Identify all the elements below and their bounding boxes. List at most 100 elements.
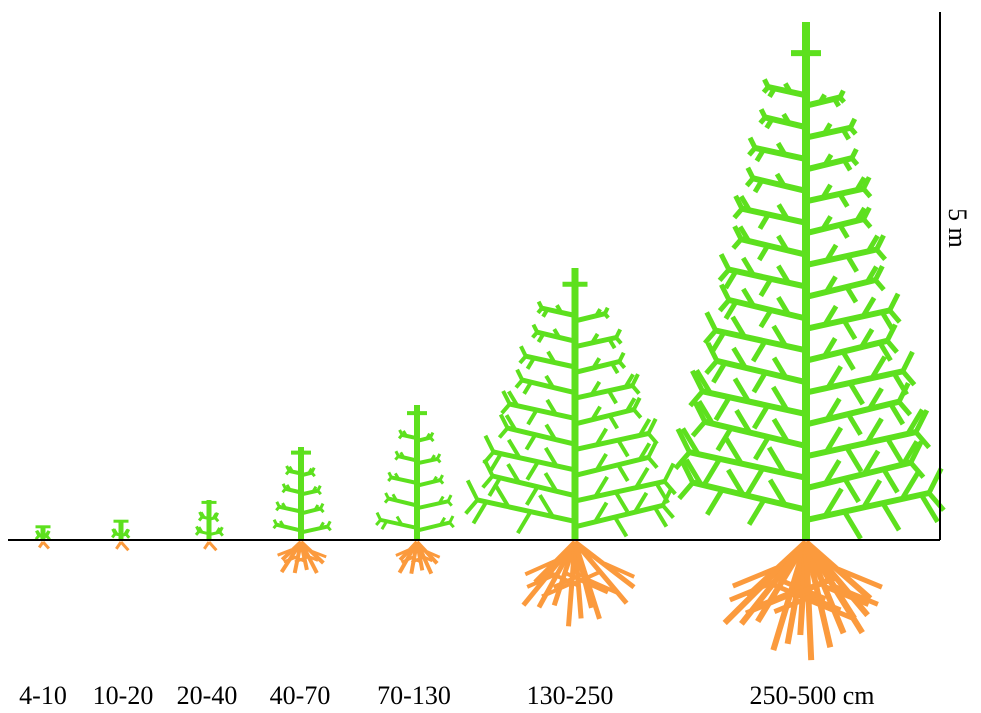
twig (646, 417, 658, 435)
twig (310, 467, 316, 474)
twig (908, 440, 924, 464)
twig (771, 385, 790, 412)
twig (822, 122, 833, 135)
branch (574, 502, 664, 530)
twig (692, 400, 708, 423)
twig (613, 491, 630, 513)
twig (544, 423, 557, 441)
twig (838, 95, 846, 104)
twig (849, 147, 859, 160)
twig (525, 356, 536, 370)
twig (825, 365, 843, 389)
twig (731, 237, 743, 250)
twig (519, 345, 528, 358)
twig (837, 223, 850, 239)
twig (738, 195, 752, 212)
twig (684, 458, 704, 486)
twig (594, 427, 609, 446)
twig (847, 381, 865, 406)
twig (436, 457, 442, 464)
twig (501, 390, 512, 405)
twig (741, 287, 756, 308)
stage-label-6: 130-250 (527, 681, 614, 710)
rootlet (773, 591, 820, 615)
twig (842, 158, 853, 172)
twig (617, 351, 626, 363)
twig (384, 492, 390, 500)
twig (214, 516, 220, 523)
twig (757, 213, 771, 230)
twig (394, 455, 400, 461)
twig (395, 515, 404, 526)
tree-roots-5 (395, 540, 441, 575)
twig (375, 511, 382, 521)
branch (740, 236, 807, 258)
branch (805, 398, 900, 428)
twig (506, 463, 521, 484)
twig (634, 466, 650, 489)
twig (446, 500, 453, 507)
twig (679, 458, 696, 484)
twig (746, 498, 767, 526)
twig (546, 350, 557, 364)
twig (591, 357, 602, 369)
twig (543, 472, 559, 493)
twig (758, 115, 768, 125)
tree-crown-2 (111, 519, 131, 540)
twig (481, 474, 495, 489)
twig (731, 346, 748, 369)
twig (762, 78, 771, 89)
twig (638, 418, 652, 437)
twig (448, 521, 455, 529)
twig (610, 362, 620, 375)
branch (692, 479, 807, 513)
twig (437, 495, 445, 505)
twig (680, 427, 701, 456)
twig (387, 476, 393, 482)
twig (526, 408, 539, 426)
branch (701, 388, 807, 418)
twig (391, 493, 398, 502)
twig (394, 450, 400, 457)
twig (661, 486, 674, 507)
roots-layer (37, 539, 883, 661)
twig (726, 468, 746, 496)
twig (774, 172, 787, 187)
branch (492, 449, 576, 473)
branch (805, 277, 877, 300)
twig (854, 206, 867, 223)
branch (416, 478, 441, 488)
branch (805, 459, 912, 492)
twig (841, 319, 858, 341)
twig (430, 454, 436, 461)
twig (514, 378, 524, 389)
twig (696, 400, 715, 425)
twig (884, 323, 898, 342)
twig (218, 526, 224, 533)
twig (754, 148, 766, 163)
stage-label-1: 4-10 (19, 681, 67, 710)
twig (632, 408, 643, 419)
twig (375, 518, 382, 526)
twig (705, 488, 725, 516)
branch (492, 473, 576, 499)
twig (524, 433, 538, 451)
twig (732, 207, 744, 220)
twig (824, 397, 842, 421)
twig (869, 355, 887, 380)
twig (709, 331, 727, 354)
twig (694, 369, 713, 395)
twig (45, 535, 51, 541)
tree-roots-6 (521, 540, 636, 627)
twig (723, 436, 744, 465)
branch (574, 478, 666, 504)
twig (524, 485, 540, 506)
twig (506, 438, 522, 459)
branch (300, 488, 319, 497)
branch (416, 520, 451, 533)
twig (398, 429, 404, 436)
twig (873, 278, 886, 292)
branch (574, 407, 635, 427)
rootlet (541, 581, 573, 599)
rootlet (552, 572, 585, 589)
